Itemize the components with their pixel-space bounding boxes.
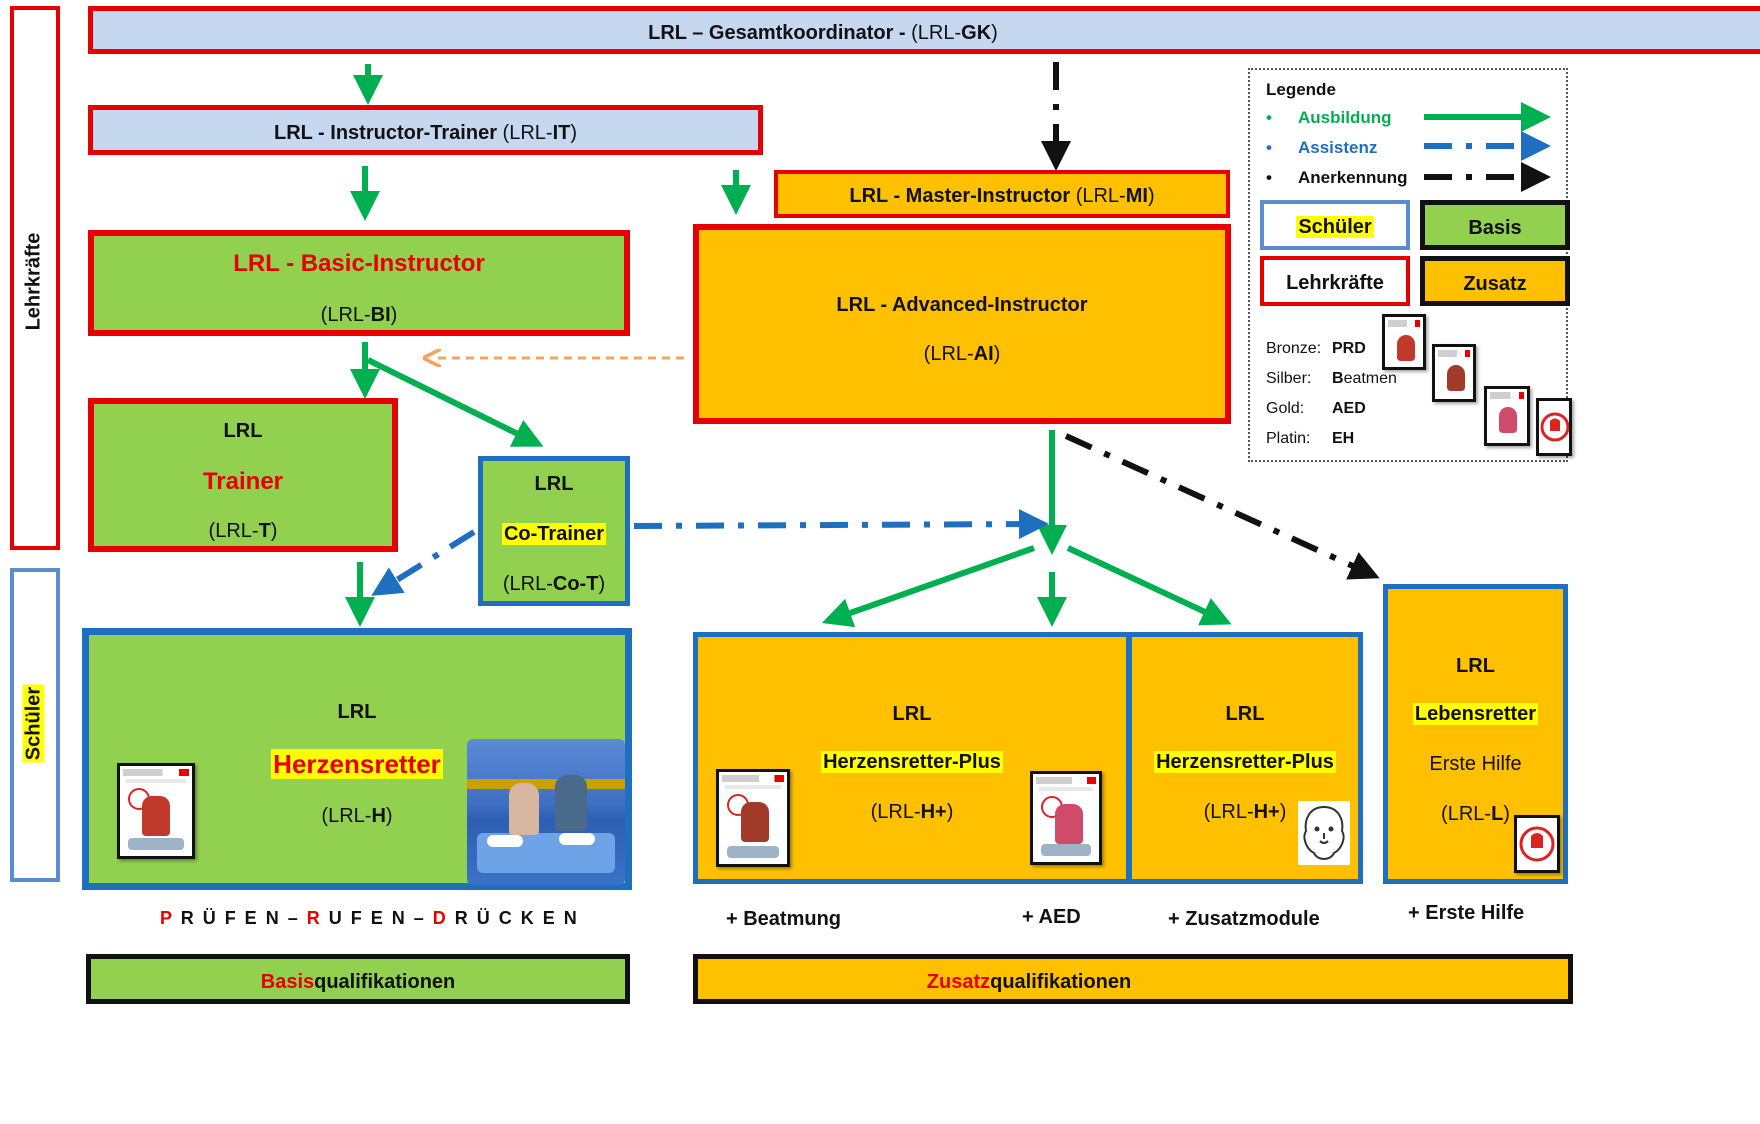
herzensretter-title: Herzensretter	[271, 749, 443, 779]
addon-aed: + AED	[1022, 906, 1081, 928]
lebensretter-lrl: LRL	[1456, 655, 1495, 677]
teachers-sidebar: Lehrkräfte	[10, 6, 60, 550]
teachers-sidebar-label: Lehrkräfte	[22, 232, 45, 331]
legend-swatch-lehrkraefte: Lehrkräfte	[1260, 256, 1410, 306]
legend-swatch-schueler: Schüler	[1260, 200, 1410, 250]
mi-title: LRL - Master-Instructor	[849, 185, 1071, 207]
addon-erste-hilfe: + Erste Hilfe	[1408, 902, 1525, 924]
addon-zusatzmodule: + Zusatzmodule	[1168, 908, 1320, 930]
legend-level-silber: Silber:	[1266, 370, 1312, 387]
hplus1-title: Herzensretter-Plus	[821, 751, 1003, 773]
trainer-title: Trainer	[202, 468, 284, 495]
hplus2-lrl: LRL	[1225, 703, 1265, 725]
ai-abbr: (LRL-AI)	[923, 343, 1001, 365]
cpr-training-photo	[467, 739, 625, 885]
ai-title: LRL - Advanced-Instructor	[836, 294, 1088, 316]
lebensretter-erste-hilfe: Erste Hilfe	[1429, 753, 1522, 775]
legend-bullet-assistenz: •	[1266, 138, 1272, 157]
legend-box: Legende • Ausbildung • Assistenz • Anerk…	[1248, 68, 1572, 462]
gold-certificate-thumbnail	[1030, 771, 1102, 865]
addon-beatmung: + Beatmung	[726, 908, 842, 930]
gk-title: LRL – Gesamtkoordinator -	[648, 22, 906, 44]
hplus2-title: Herzensretter-Plus	[1154, 751, 1336, 773]
legend-ausbildung-label: Ausbildung	[1298, 108, 1392, 127]
motto-text: P R Ü F E N – R U F E N – D R Ü C K E N	[160, 908, 579, 928]
students-sidebar-label: Schüler	[22, 684, 45, 763]
zusatzqualifikationen-bar: Zusatzqualifikationen	[693, 954, 1573, 1004]
co-trainer-box: LRL Co-Trainer (LRL-Co-T)	[478, 456, 630, 606]
trainer-box: LRL Trainer (LRL-T)	[88, 398, 398, 552]
gesamtkoordinator-box: LRL – Gesamtkoordinator - (LRL-GK)	[88, 6, 1760, 54]
legend-level-gold: Gold:	[1266, 400, 1305, 417]
legend-silber-thumbnail	[1432, 344, 1476, 402]
herzensretter-box: LRL Herzensretter (LRL-H)	[82, 628, 632, 890]
legend-anerkennung-label: Anerkennung	[1298, 168, 1408, 187]
master-instructor-box: LRL - Master-Instructor (LRL-MI)	[774, 170, 1230, 218]
legend-swatch-basis: Basis	[1420, 200, 1570, 250]
students-sidebar: Schüler	[10, 568, 60, 882]
legend-swatch-zusatz: Zusatz	[1420, 256, 1570, 306]
legend-bullet-anerkennung: •	[1266, 168, 1272, 187]
advanced-instructor-box: LRL - Advanced-Instructor (LRL-AI)	[693, 224, 1231, 424]
silber-certificate-thumbnail	[716, 769, 790, 867]
cotrainer-title: Co-Trainer	[501, 523, 607, 545]
trainer-abbr: (LRL-T)	[208, 520, 278, 542]
lebensretter-abbr: (LRL-L)	[1441, 803, 1510, 825]
trainer-lrl: LRL	[223, 420, 263, 442]
lion-icon	[1298, 801, 1350, 865]
herzensretter-lrl: LRL	[337, 701, 377, 723]
lebensretter-box: LRL Lebensretter Erste Hilfe (LRL-L)	[1383, 584, 1568, 884]
legend-platin-thumbnail	[1536, 398, 1572, 456]
herzensretter-abbr: (LRL-H)	[321, 805, 393, 827]
instructor-trainer-box: LRL - Instructor-Trainer (LRL-IT)	[88, 105, 763, 155]
hplus1-abbr: (LRL-H+)	[870, 801, 954, 823]
cotrainer-lrl: LRL	[534, 473, 574, 495]
hplus2-abbr: (LRL-H+)	[1203, 801, 1287, 823]
cotrainer-abbr: (LRL-Co-T)	[502, 573, 606, 595]
bi-abbr: (LRL-BI)	[320, 304, 398, 326]
herzensretter-plus-silber-box: LRL Herzensretter-Plus (LRL-H+)	[693, 632, 1131, 884]
legend-bronze-thumbnail	[1382, 314, 1426, 370]
it-title: LRL - Instructor-Trainer	[273, 122, 497, 144]
legend-title: Legende	[1266, 80, 1336, 99]
legend-bullet-ausbildung: •	[1266, 108, 1272, 127]
hplus1-lrl: LRL	[892, 703, 932, 725]
legend-level-bronze: Bronze:	[1266, 340, 1322, 357]
legend-assistenz-label: Assistenz	[1298, 138, 1378, 157]
legend-gold-thumbnail	[1484, 386, 1530, 446]
legend-level-platin: Platin:	[1266, 430, 1311, 447]
herzensretter-plus-zusatz-box: LRL Herzensretter-Plus (LRL-H+)	[1127, 632, 1363, 884]
bronze-certificate-thumbnail	[117, 763, 195, 859]
lebensretter-title: Lebensretter	[1412, 703, 1539, 725]
basisqualifikationen-bar: Basisqualifikationen	[86, 954, 630, 1004]
basic-instructor-box: LRL - Basic-Instructor (LRL-BI)	[88, 230, 630, 336]
bi-title: LRL - Basic-Instructor	[233, 250, 485, 277]
platin-badge-icon	[1514, 815, 1560, 873]
